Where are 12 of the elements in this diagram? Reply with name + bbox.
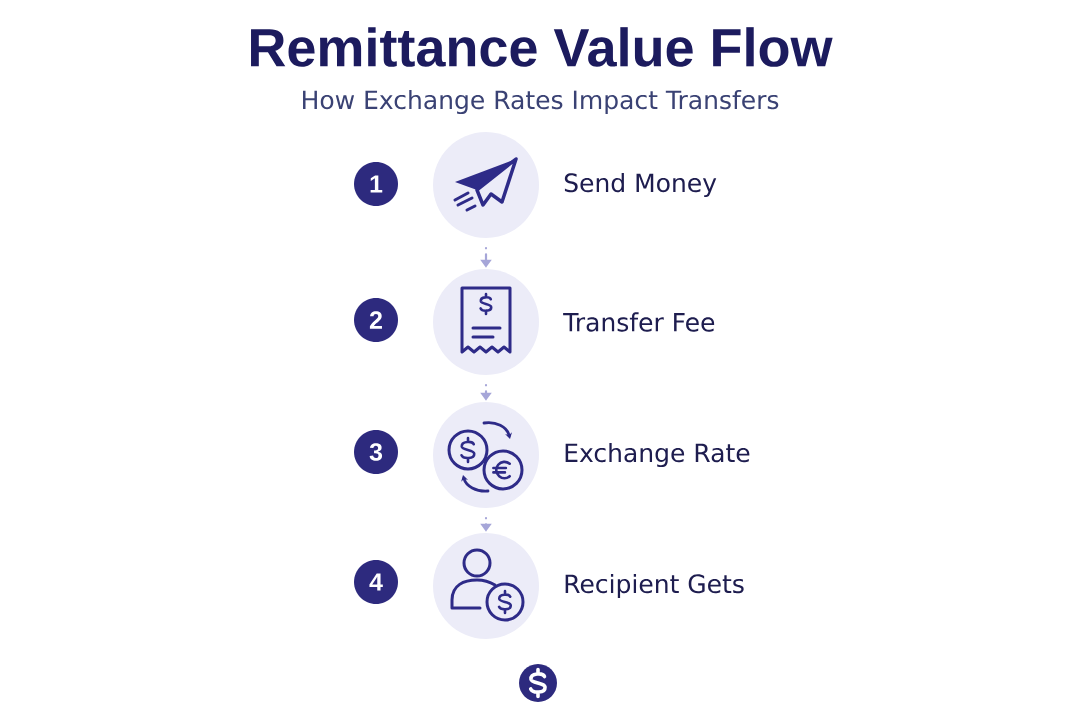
step-circle — [433, 269, 539, 375]
step-number-badge: 4 — [354, 560, 398, 604]
step-number-badge: 1 — [354, 162, 398, 206]
step-label: Exchange Rate — [565, 442, 750, 468]
step-circle — [433, 132, 539, 238]
step-number-badge: 3 — [354, 430, 398, 474]
title: Remittance Value Flow — [251, 27, 833, 67]
step-number-badge: 2 — [354, 298, 398, 342]
step-label: Send Money — [564, 172, 717, 198]
subtitle: How Exchange Rates Impact Transfers — [303, 89, 779, 115]
step-label: Transfer Fee — [563, 312, 715, 332]
step-label: Recipient Gets — [565, 573, 744, 599]
